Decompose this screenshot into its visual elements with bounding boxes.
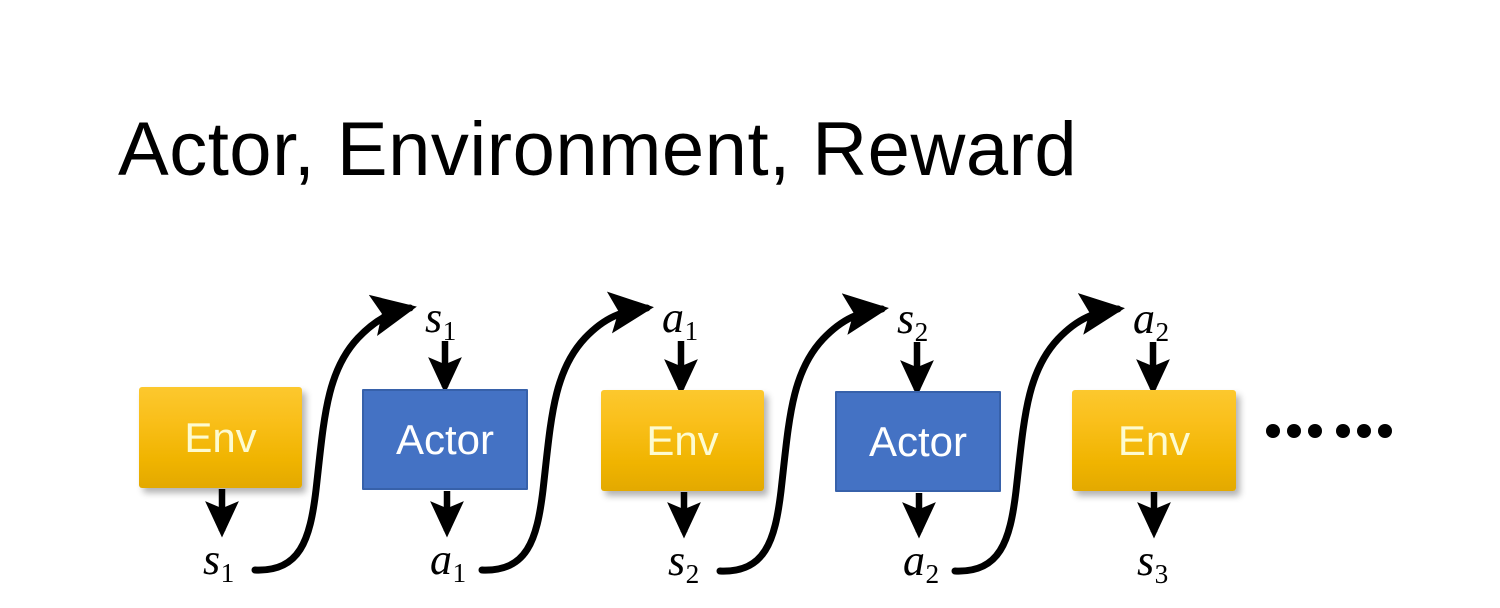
bottom-label-a2: a2	[903, 539, 939, 588]
top-label-a1: a1	[662, 296, 698, 345]
subscript: 2	[685, 558, 700, 589]
ellipsis-dot	[1378, 424, 1392, 438]
bottom-label-a1: a1	[430, 538, 466, 587]
block-env-1: Env	[139, 387, 302, 488]
block-env-5: Env	[1072, 390, 1236, 491]
ellipsis-dot	[1336, 424, 1350, 438]
symbol: a	[430, 535, 452, 584]
ellipsis-continuation	[1266, 424, 1392, 438]
block-label: Actor	[868, 417, 968, 465]
symbol: s	[203, 535, 221, 584]
block-actor-4: Actor	[835, 391, 1001, 492]
symbol: s	[668, 536, 686, 585]
top-label-a2: a2	[1133, 297, 1169, 346]
symbol: s	[1137, 536, 1155, 585]
symbol: s	[897, 294, 915, 343]
top-label-s2: s2	[897, 297, 928, 346]
subscript: 1	[220, 557, 235, 588]
block-label: Env	[1117, 416, 1191, 464]
ellipsis-dot	[1357, 424, 1371, 438]
block-label: Env	[646, 416, 719, 464]
block-label: Env	[184, 413, 257, 461]
ellipsis-dot	[1308, 424, 1322, 438]
block-env-3: Env	[601, 390, 764, 491]
subscript: 2	[914, 316, 929, 347]
subscript: 3	[1154, 558, 1169, 589]
ellipsis-dot	[1287, 424, 1301, 438]
label-to-block-arrows	[428, 341, 1170, 397]
symbol: a	[903, 536, 925, 585]
page-title: Actor, Environment, Reward	[118, 107, 1078, 192]
ellipsis-dot	[1266, 424, 1280, 438]
symbol: a	[662, 293, 684, 342]
top-label-s1: s1	[425, 296, 456, 345]
bottom-label-s2: s2	[668, 539, 699, 588]
subscript: 1	[684, 315, 699, 346]
block-label: Actor	[395, 415, 495, 463]
subscript: 2	[1155, 316, 1170, 347]
subscript: 1	[442, 315, 457, 346]
block-actor-2: Actor	[362, 389, 528, 490]
block-to-label-arrows	[205, 489, 1171, 539]
symbol: a	[1133, 294, 1155, 343]
subscript: 2	[925, 558, 940, 589]
bottom-label-s3: s3	[1137, 539, 1168, 588]
ellipsis-dot-group	[1266, 424, 1322, 438]
ellipsis-dot-group	[1336, 424, 1392, 438]
subscript: 1	[452, 557, 467, 588]
bottom-label-s1: s1	[203, 538, 234, 587]
symbol: s	[425, 293, 443, 342]
